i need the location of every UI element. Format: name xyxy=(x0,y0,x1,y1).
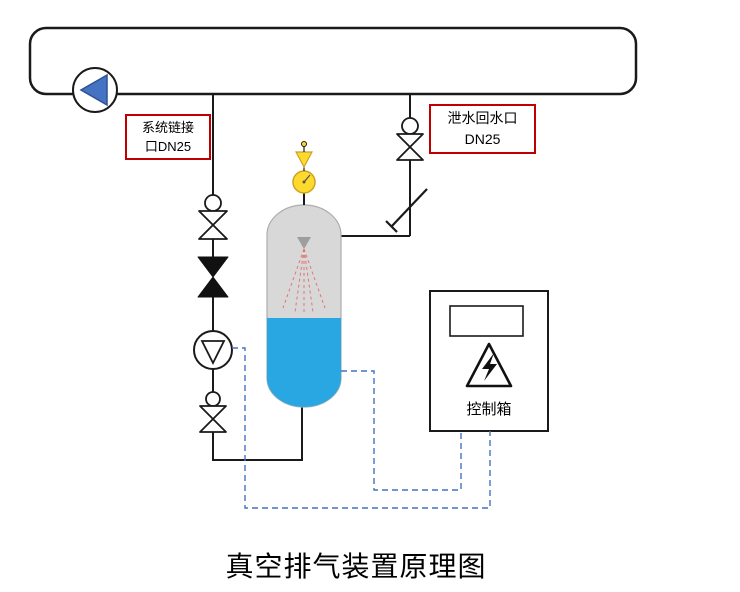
spray-lines xyxy=(282,248,326,314)
check-valve-icon xyxy=(197,256,229,298)
safety-valve-icon xyxy=(295,151,313,169)
valve-handwheel xyxy=(204,194,222,212)
valve-body xyxy=(199,405,227,433)
drain-return-label-line2: DN25 xyxy=(464,131,501,147)
safety-valve-knob xyxy=(301,141,307,147)
control-wire-pump xyxy=(232,347,491,509)
left-branch-pipe xyxy=(212,94,303,461)
control-box-label: 控制箱 xyxy=(466,401,512,418)
tank-water xyxy=(267,318,341,407)
left-isolation-valve-icon xyxy=(198,194,228,240)
high-voltage-warning-icon xyxy=(465,342,513,388)
valve-handwheel xyxy=(401,117,419,135)
diagram-title: 真空排气装置原理图 xyxy=(225,552,487,583)
control-box xyxy=(429,290,549,432)
display-window xyxy=(449,305,524,337)
lightning-bolt-icon xyxy=(482,353,497,381)
right-branch-pipe xyxy=(341,94,411,237)
valve-body xyxy=(198,210,228,240)
gauge-pivot xyxy=(302,180,306,184)
vacuum-pump-icon xyxy=(193,330,233,370)
drain-return-label: 泄水回水口 DN25 xyxy=(429,104,536,154)
valve-body xyxy=(396,133,424,161)
tank-inlet-pipe xyxy=(212,404,303,461)
flap-line xyxy=(390,188,428,228)
control-wire-tank xyxy=(341,370,462,491)
main-pipe xyxy=(28,26,638,96)
right-isolation-valve-icon xyxy=(396,117,424,161)
flap-tick xyxy=(385,220,398,233)
vacuum-tank xyxy=(266,204,342,408)
left-drain-valve-icon xyxy=(199,391,227,433)
gauge-assembly xyxy=(292,141,316,205)
vacuum-pump-triangle xyxy=(200,340,226,366)
main-pump-icon xyxy=(72,67,118,113)
system-connection-label: 系统链接 口DN25 xyxy=(125,114,211,160)
system-connection-label-line2: 口DN25 xyxy=(144,139,192,154)
spray-nozzle-icon xyxy=(297,237,311,249)
gauge-needle xyxy=(303,174,311,183)
drain-return-label-line1: 泄水回水口 xyxy=(447,110,518,126)
valve-handwheel xyxy=(205,391,221,407)
system-connection-label-line1: 系统链接 xyxy=(141,119,194,135)
check-flap-icon xyxy=(385,188,428,233)
pump-triangle xyxy=(79,73,108,107)
